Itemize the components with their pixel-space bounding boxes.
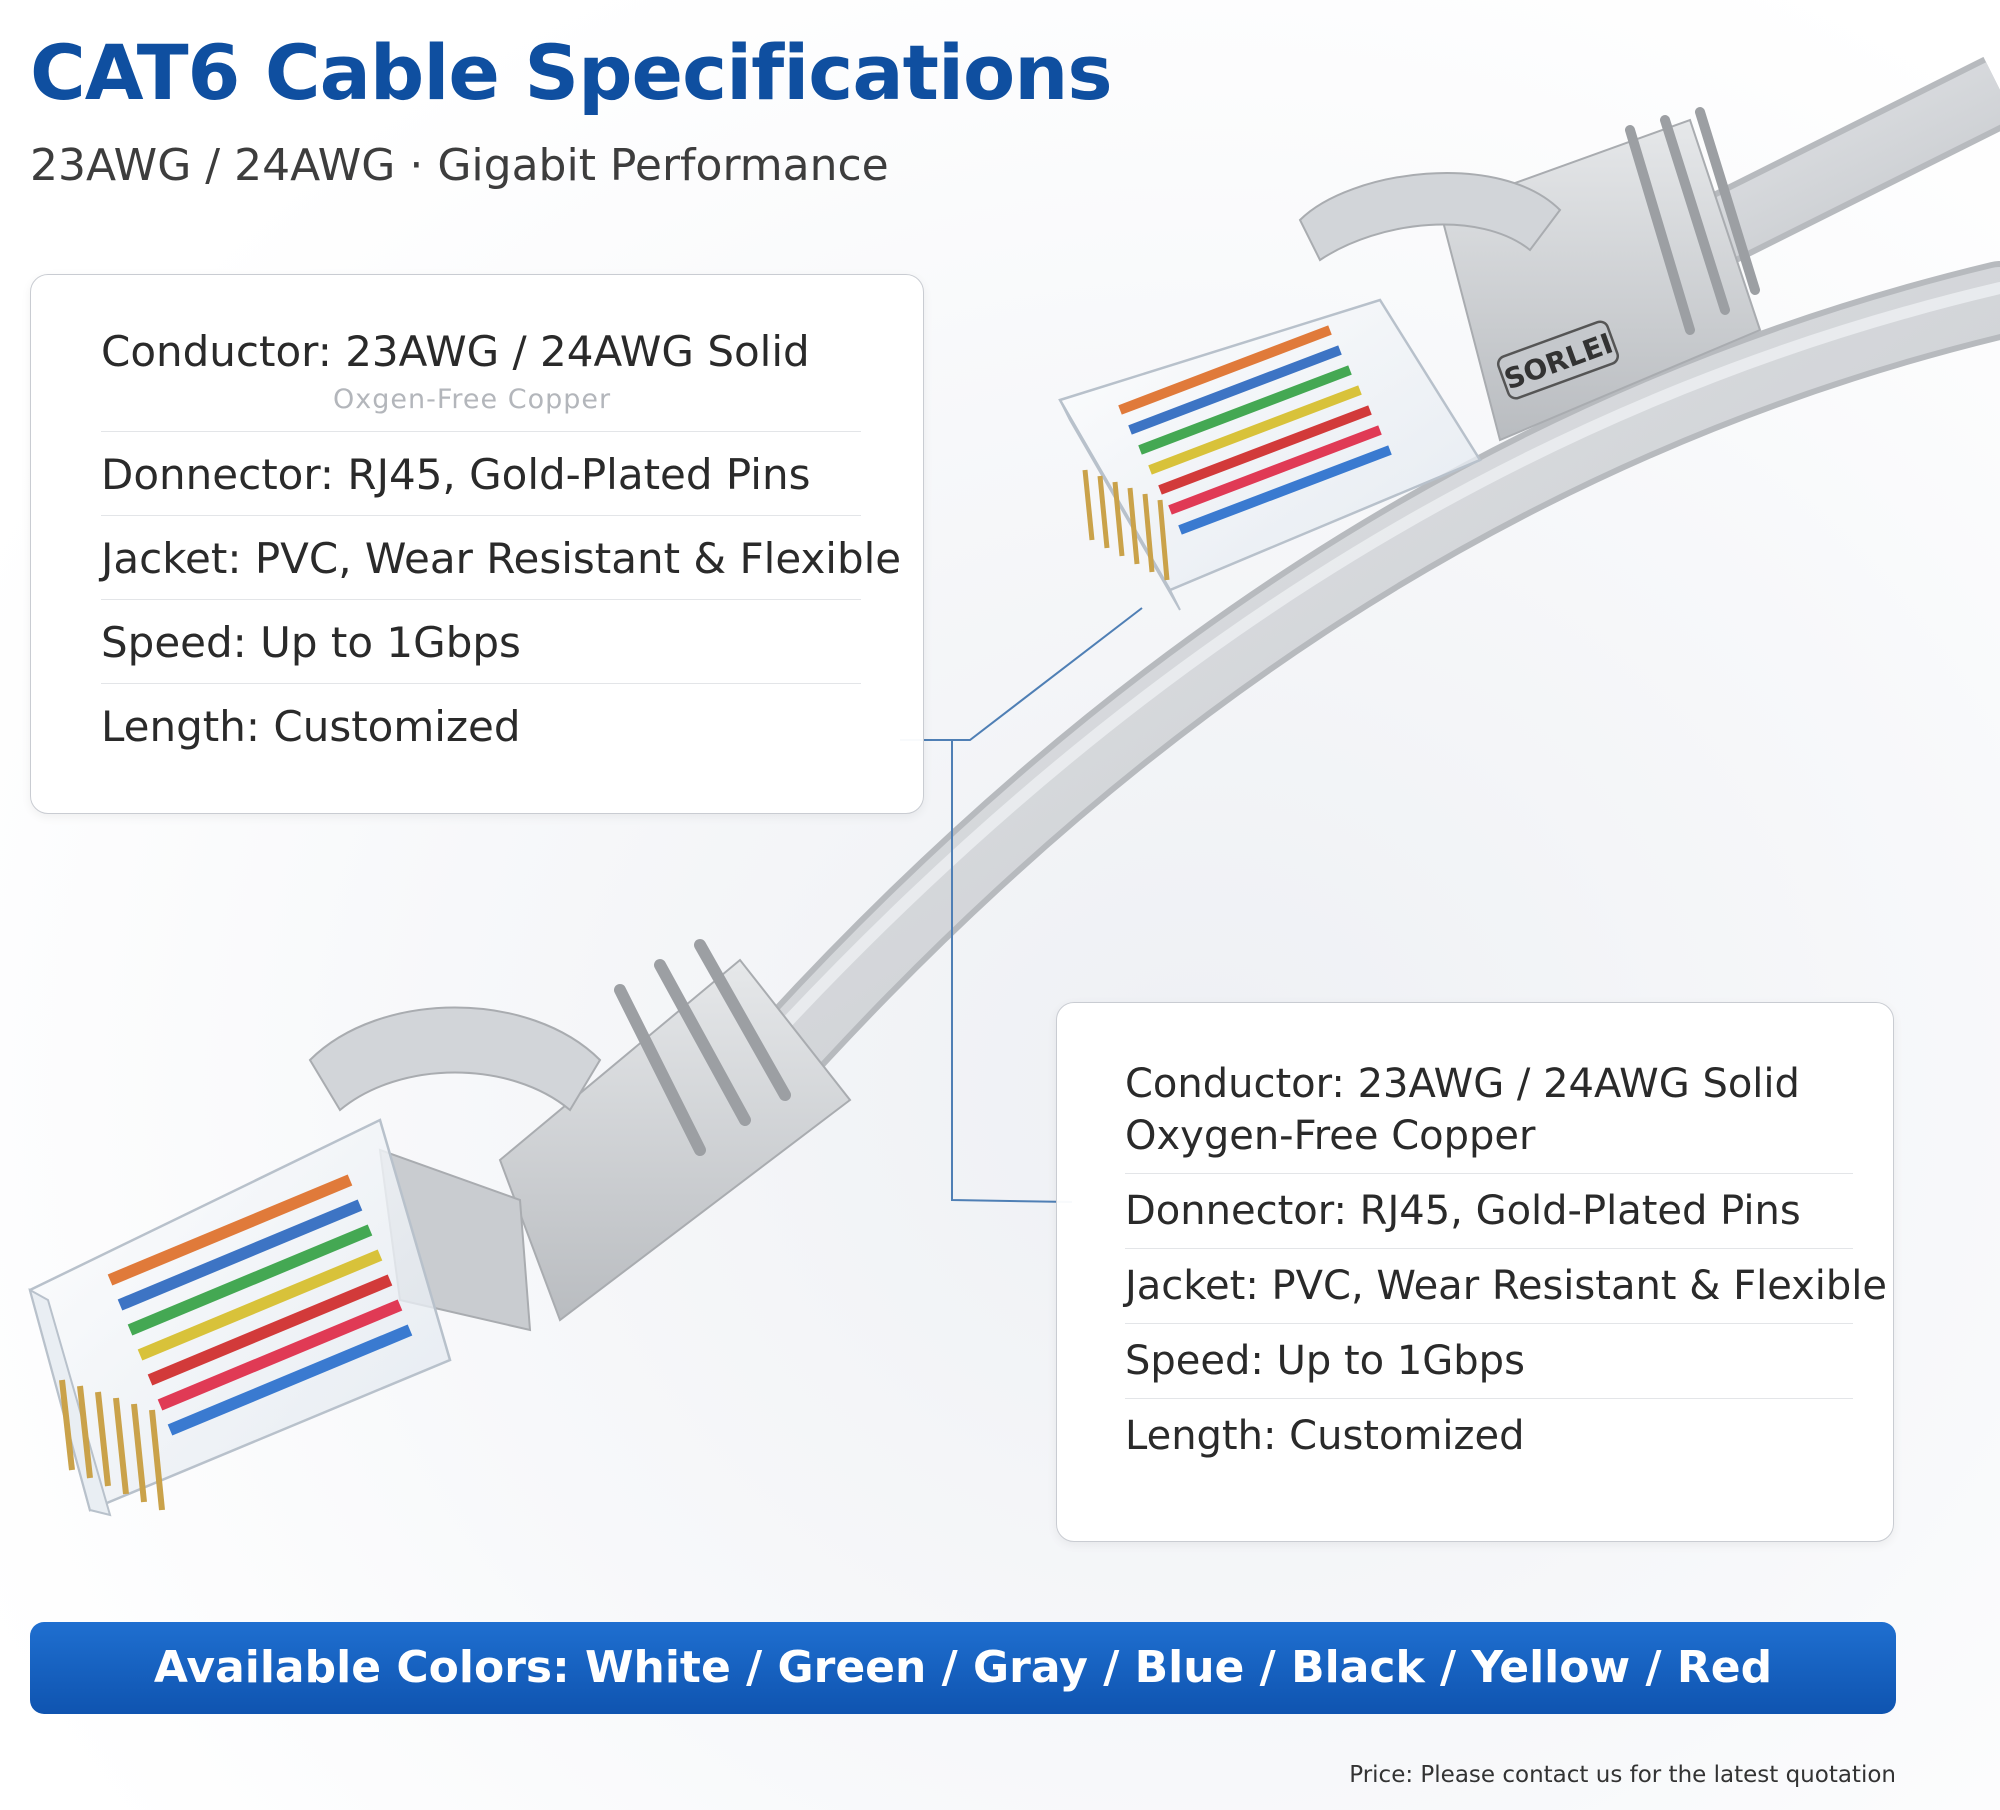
spec-length-text: Length: Customized (1125, 1413, 1525, 1459)
spec-conductor-text: Conductor: 23AWG / 24AWG Solid (101, 327, 810, 376)
spec-row-conductor: Conductor: 23AWG / 24AWG Solid Oxgen-Fre… (101, 309, 861, 432)
spec-conductor-text: Conductor: 23AWG / 24AWG Solid (1125, 1061, 1800, 1107)
top-connector-wires (1118, 325, 1392, 535)
spec-row-connector: Donnector: RJ45, Gold-Plated Pins (1125, 1174, 1853, 1249)
spec-connector-text: Donnector: RJ45, Gold-Plated Pins (101, 450, 811, 499)
bottom-connector-gold-pins (59, 1379, 165, 1511)
spec-row-connector: Donnector: RJ45, Gold-Plated Pins (101, 432, 861, 516)
spec-conductor-subtext: Oxygen-Free Copper (1125, 1113, 1536, 1159)
top-connector-boot: SORLEI (1298, 107, 1762, 442)
spec-speed-text: Speed: Up to 1Gbps (101, 618, 521, 667)
spec-row-length: Length: Customized (1125, 1399, 1853, 1473)
available-colors-banner: Available Colors: White / Green / Gray /… (30, 1622, 1896, 1714)
spec-card-left: Conductor: 23AWG / 24AWG Solid Oxgen-Fre… (30, 274, 924, 814)
spec-card-right: Conductor: 23AWG / 24AWG Solid Oxygen-Fr… (1056, 1002, 1894, 1542)
cable-upper-run (1683, 56, 2000, 274)
cable-lower-run (721, 261, 2000, 1119)
spec-speed-text: Speed: Up to 1Gbps (1125, 1338, 1525, 1384)
spec-length-text: Length: Customized (101, 702, 521, 751)
spec-jacket-text: Jacket: PVC, Wear Resistant & Flexible (101, 534, 902, 583)
page-subtitle: 23AWG / 24AWG · Gigabit Performance (30, 140, 889, 191)
top-rj45-connector: SORLEI (1058, 107, 1762, 611)
bottom-rj45-connector (28, 939, 852, 1517)
spec-row-speed: Speed: Up to 1Gbps (1125, 1324, 1853, 1399)
page-title: CAT6 Cable Specifications (30, 28, 1113, 117)
spec-row-conductor: Conductor: 23AWG / 24AWG Solid Oxygen-Fr… (1125, 1047, 1853, 1174)
spec-row-jacket: Jacket: PVC, Wear Resistant & Flexible (101, 516, 901, 600)
top-connector-gold-pins (1082, 469, 1170, 581)
spec-connector-text: Donnector: RJ45, Gold-Plated Pins (1125, 1188, 1801, 1234)
spec-jacket-text: Jacket: PVC, Wear Resistant & Flexible (1125, 1263, 1888, 1309)
bottom-connector-wires (107, 1174, 413, 1436)
spec-conductor-subtext: Oxgen-Free Copper (333, 384, 612, 415)
spec-row-jacket: Jacket: PVC, Wear Resistant & Flexible (1125, 1249, 1887, 1324)
spec-row-speed: Speed: Up to 1Gbps (101, 600, 861, 684)
price-note: Price: Please contact us for the latest … (1349, 1762, 1896, 1788)
spec-row-length: Length: Customized (101, 684, 861, 767)
